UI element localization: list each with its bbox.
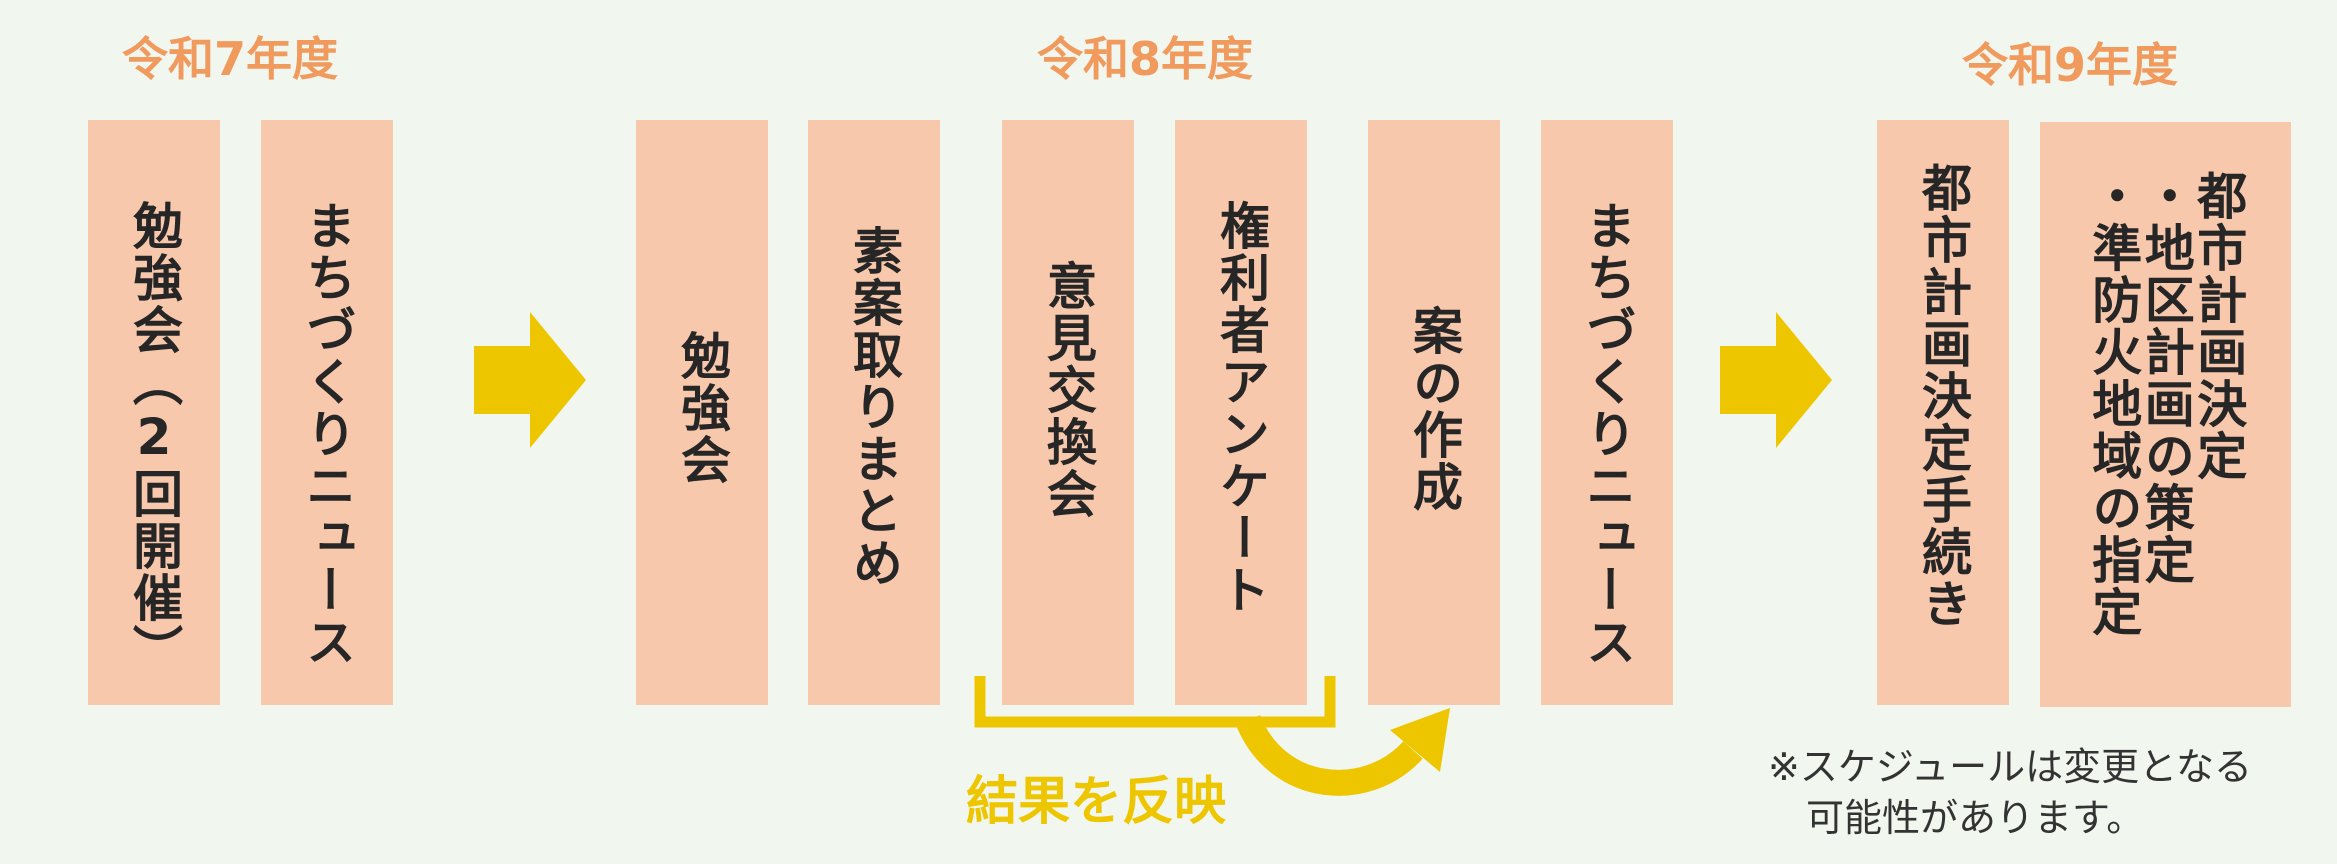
box-rights-survey: 権利者アンケート: [1175, 120, 1307, 705]
box-draft-summary-label: 素案取りまとめ: [845, 225, 903, 589]
box-study-r7: 勉強会（2回開催）: [88, 120, 220, 705]
box-news-r7: まちづくりニュース: [261, 120, 393, 705]
box-news-r7-label: まちづくりニュース: [298, 200, 356, 668]
bracket-shape: [974, 676, 1336, 728]
box-rights-survey-label: 権利者アンケート: [1212, 200, 1270, 616]
box-decision: 都市計画決定 ・地区計画の策定 ・準防火地域の指定: [2040, 122, 2291, 707]
box-plan-creation-label: 案の作成: [1405, 305, 1463, 513]
box-plan-creation: 案の作成: [1368, 120, 1500, 705]
box-study-r7-label: 勉強会（2回開催）: [125, 200, 183, 676]
curved-arrow-icon: [1235, 708, 1450, 796]
box-decision-label: 都市計画決定 ・地区計画の策定 ・準防火地域の指定: [2084, 170, 2248, 638]
schedule-note: ※スケジュールは変更となる 可能性があります。: [1768, 745, 2253, 841]
box-city-procedure: 都市計画決定手続き: [1877, 120, 2009, 705]
reflect-label: 結果を反映: [966, 772, 1227, 832]
box-opinion-exchange-label: 意見交換会: [1039, 260, 1097, 520]
box-study-r8-label: 勉強会: [673, 330, 731, 486]
arrow-right-icon: [474, 312, 586, 448]
box-opinion-exchange: 意見交換会: [1002, 120, 1134, 705]
box-news-r8-label: まちづくりニュース: [1578, 200, 1636, 668]
box-city-procedure-label: 都市計画決定手続き: [1914, 162, 1972, 630]
box-draft-summary: 素案取りまとめ: [808, 120, 940, 705]
box-news-r8: まちづくりニュース: [1541, 120, 1673, 705]
year-heading-r8: 令和8年度: [1037, 32, 1254, 86]
year-heading-r7: 令和7年度: [122, 32, 339, 86]
year-heading-r9: 令和9年度: [1962, 38, 2179, 92]
box-study-r8: 勉強会: [636, 120, 768, 705]
arrow-right-icon: [1720, 312, 1832, 448]
